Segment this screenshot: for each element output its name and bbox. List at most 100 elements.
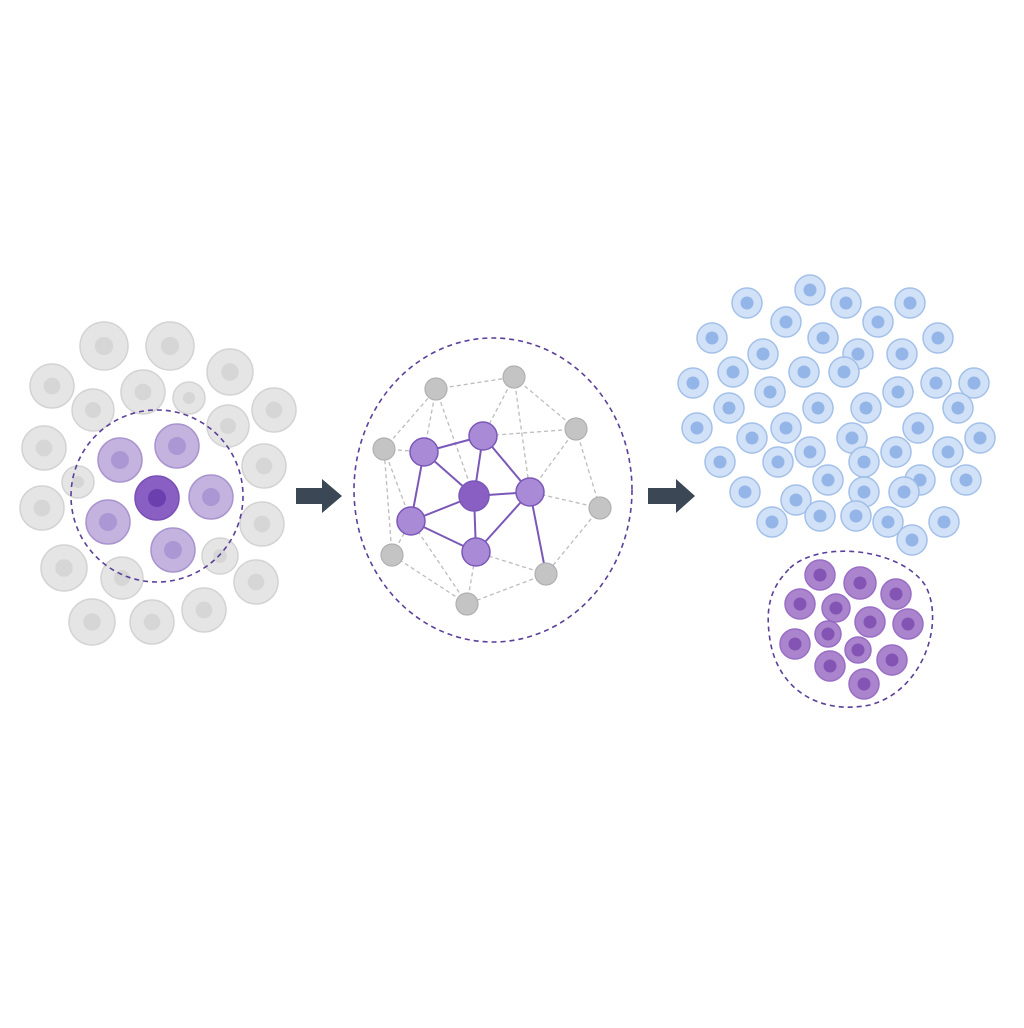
grey-cell [181,587,227,633]
blue-cell [894,287,926,319]
blue-cell [756,506,788,538]
grey-cell [21,425,67,471]
blue-cell [736,422,768,454]
network-node-center [458,480,490,512]
network-edge-weak [466,573,547,605]
blue-cell [807,322,839,354]
network-node-grey [372,437,396,461]
blue-cell [762,446,794,478]
network-edge-weak [435,376,515,390]
network-edge-weak [482,428,577,437]
blue-cell [928,506,960,538]
network-node-grey [502,365,526,389]
network-edge-weak [435,388,475,497]
network-edge-weak [575,428,601,509]
violet-cell [804,559,836,591]
network-edge-weak [383,448,393,556]
blue-cell [802,392,834,424]
network-node-grey [534,562,558,586]
blue-cell [848,476,880,508]
network-node-purple [409,437,439,467]
blue-cell [950,464,982,496]
blue-cell [920,367,952,399]
grey-cell [29,363,75,409]
blue-cell [780,484,812,516]
violet-cell [779,628,811,660]
blue-cell [964,422,996,454]
network-node-grey [424,377,448,401]
grey-cell [61,465,95,499]
violet-cell [854,606,886,638]
blue-cell [862,306,894,338]
blue-cell [713,392,745,424]
blue-cell [794,274,826,306]
network-node-purple [396,506,426,536]
network-node-grey [455,592,479,616]
network-boundary [353,337,633,643]
right-arrow-icon [648,479,695,513]
grey-cell [172,381,206,415]
grey-cell [100,556,144,600]
arrow-1 [296,479,342,513]
blue-cell [872,506,904,538]
violet-cell [844,636,872,664]
blue-cell [770,306,802,338]
right-arrow-icon [296,479,342,513]
purple-cell [154,423,200,469]
blue-cell [922,322,954,354]
violet-cell [848,668,880,700]
purple-cell [85,499,131,545]
blue-cell [770,412,802,444]
violet-cell [814,650,846,682]
blue-cell [794,436,826,468]
network-edge-weak [513,376,531,493]
grey-cell [206,348,254,396]
stage-population-split [677,274,996,708]
network-node-grey [588,496,612,520]
grey-cell [129,599,175,645]
blue-cell [828,356,860,388]
network-edge-weak [410,520,468,605]
grey-cell [68,598,116,646]
blue-cell [747,338,779,370]
violet-cell [821,593,851,623]
grey-cell [19,485,65,531]
blue-cell [696,322,728,354]
stage-interaction-network [353,337,633,643]
grey-cell [120,369,166,415]
violet-cell [876,644,908,676]
network-node-grey [380,543,404,567]
grey-cell [201,537,239,575]
network-node-grey [564,417,588,441]
arrow-2 [648,479,695,513]
network-edge-weak [513,376,577,430]
blue-cell [958,367,990,399]
network-node-purple [461,537,491,567]
blue-cell [848,446,880,478]
network-node-purple [468,421,498,451]
purple-cell [97,437,143,483]
grey-cell [71,388,115,432]
grey-cell [40,544,88,592]
violet-cell [814,620,842,648]
network-edge-weak [475,551,547,575]
blue-cell [812,464,844,496]
blue-cell [840,500,872,532]
violet-cell [892,608,924,640]
purple-cell [188,474,234,520]
blue-cell [888,476,920,508]
grey-cell [145,321,195,371]
violet-cell [843,566,877,600]
blue-cell [836,422,868,454]
subpopulation-boundary [767,550,934,708]
grey-cell [206,404,250,448]
blue-cell [681,412,713,444]
violet-cell [880,578,912,610]
neighborhood-boundary [70,409,244,583]
blue-cell [830,287,862,319]
grey-cell [233,559,279,605]
blue-cell [677,367,709,399]
center-cell [134,475,180,521]
blue-cell [754,376,786,408]
